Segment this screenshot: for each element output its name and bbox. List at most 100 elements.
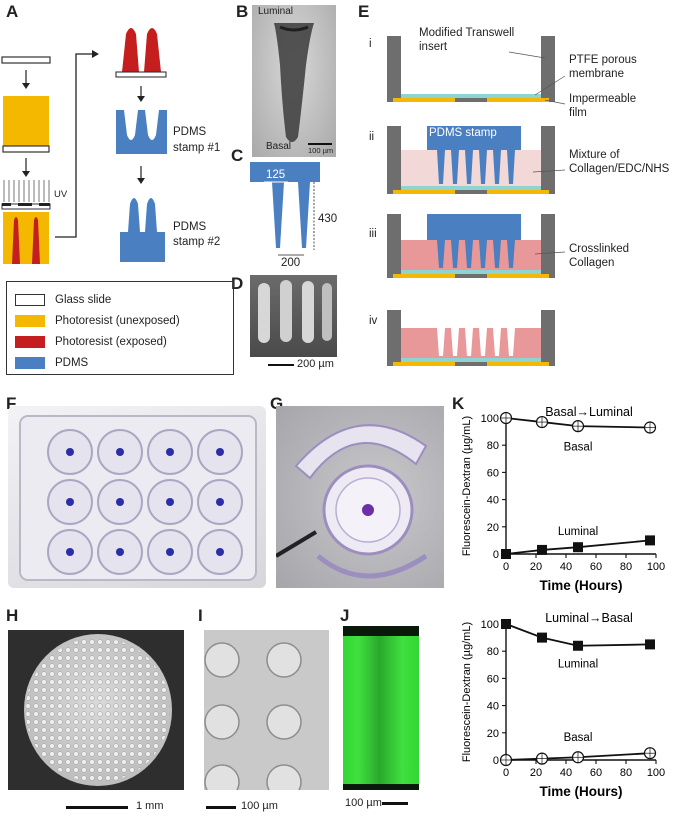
legend-item-photoresist-unexposed: Photoresist (unexposed) [15, 314, 180, 327]
scale-bar-label: 100 µm [308, 146, 334, 155]
legend-label: Photoresist (exposed) [55, 335, 167, 348]
mixture-label-line2: Collagen/EDC/NHS [569, 163, 670, 175]
series-label: Basal [564, 732, 593, 744]
legend-item-glass-slide: Glass slide [15, 293, 111, 306]
y-tick-label: 100 [481, 413, 499, 425]
data-point [645, 639, 655, 650]
y-tick-label: 20 [487, 728, 499, 740]
x-tick-label: 60 [590, 561, 602, 573]
crypt-array-dots [26, 638, 170, 782]
panel-g-insert-photo [276, 406, 444, 588]
x-axis-label: Time (Hours) [539, 578, 622, 593]
panel-b-micrograph: Luminal Basal 100 µm [252, 5, 336, 157]
crypt-openings [204, 642, 302, 790]
panel-c-stamp-dimensions: 125 430 200 [250, 162, 337, 269]
scale-bar-label: 100 µm [345, 797, 382, 809]
x-tick-label: 60 [590, 767, 602, 779]
insert-step-iii [387, 214, 555, 278]
step-label: ii [369, 131, 374, 143]
series-label: Basal [564, 442, 593, 454]
scale-bar-label: 200 µm [297, 358, 334, 370]
x-axis-label: Time (Hours) [539, 784, 622, 799]
scale-bar [382, 802, 408, 805]
x-tick-label: 100 [647, 767, 665, 779]
fluorescent-collagen [343, 636, 419, 784]
y-tick-label: 0 [493, 755, 499, 767]
panel-label-e: E [358, 2, 370, 21]
uv-label: UV [54, 189, 68, 200]
data-point [537, 632, 547, 643]
y-tick-label: 0 [493, 549, 499, 561]
photoresist-unexposed-swatch [15, 314, 45, 327]
panel-label-j: J [340, 606, 350, 625]
scale-bar [206, 806, 236, 809]
scale-bar-label: 100 µm [241, 800, 278, 812]
height-dimension: 430 [318, 213, 337, 225]
y-tick-label: 60 [487, 673, 499, 685]
x-tick-label: 80 [620, 561, 632, 573]
crypt-structure [274, 23, 314, 142]
legend-label: PDMS [55, 356, 89, 369]
panel-label-c: C [231, 146, 244, 165]
panel-label-a: A [6, 2, 19, 21]
film-label-line1: Impermeable [569, 93, 636, 105]
data-point [501, 619, 511, 629]
width-dimension: 125 [266, 169, 285, 181]
legend-label: Glass slide [55, 293, 112, 306]
film-label-line2: film [569, 107, 587, 119]
photoresist-exposed-swatch [15, 335, 45, 348]
x-tick-label: 80 [620, 767, 632, 779]
y-axis-label: Fluorescein-Dextran (µg/mL) [461, 622, 473, 762]
sem-posts [258, 280, 332, 343]
panel-label-b: B [236, 2, 249, 21]
scale-bar [66, 806, 128, 809]
pdms-stamp-label: PDMS stamp [429, 127, 497, 139]
insert-label-line1: Modified Transwell [419, 27, 514, 39]
y-tick-label: 100 [481, 619, 499, 631]
scale-bar [308, 143, 332, 145]
stamp1-label-line2: stamp #1 [173, 142, 220, 154]
step-label: iv [369, 315, 378, 327]
transwell-insert [276, 424, 428, 579]
panel-i-micrograph [204, 630, 329, 790]
panel-h-micrograph [8, 630, 184, 790]
basal-label: Basal [266, 141, 292, 152]
legend-box: Glass slide Photoresist (unexposed) Phot… [6, 281, 234, 375]
stamp2-label-line1: PDMS [173, 221, 207, 233]
x-tick-label: 0 [503, 767, 509, 779]
crosslinked-label-line2: Collagen [569, 257, 614, 269]
x-tick-label: 20 [530, 767, 542, 779]
data-point [537, 544, 547, 555]
data-point [645, 535, 655, 546]
x-tick-label: 40 [560, 561, 572, 573]
legend-item-pdms: PDMS [15, 356, 88, 369]
series-line [505, 539, 651, 555]
legend-item-photoresist-exposed: Photoresist (exposed) [15, 335, 167, 348]
pdms-swatch [15, 356, 45, 369]
chart-title: Luminal→Basal [545, 611, 633, 625]
crosslinked-label-line1: Crosslinked [569, 243, 629, 255]
panel-label-i: I [198, 606, 203, 625]
y-tick-label: 40 [487, 495, 499, 507]
x-tick-label: 40 [560, 767, 572, 779]
data-point [573, 640, 583, 651]
x-tick-label: 0 [503, 561, 509, 573]
panel-label-d: D [231, 274, 244, 293]
series-label: Luminal [558, 659, 598, 671]
mixture-label-line1: Mixture of [569, 149, 620, 161]
insert-step-ii [387, 126, 555, 194]
scale-bar [268, 364, 294, 366]
insert-step-iv [387, 310, 555, 366]
scale-bar-label: 1 mm [136, 800, 164, 812]
step-label: i [369, 38, 372, 50]
series-label: Luminal [558, 526, 598, 538]
y-tick-label: 80 [487, 646, 499, 658]
insert-step-i [387, 36, 555, 102]
membrane-label-line2: membrane [569, 68, 624, 80]
y-axis-label: Fluorescein-Dextran (µg/mL) [461, 416, 473, 556]
membrane-label-line1: PTFE porous [569, 54, 637, 66]
panel-label-f: F [6, 394, 17, 413]
chart-title: Basal→Luminal [545, 405, 633, 419]
